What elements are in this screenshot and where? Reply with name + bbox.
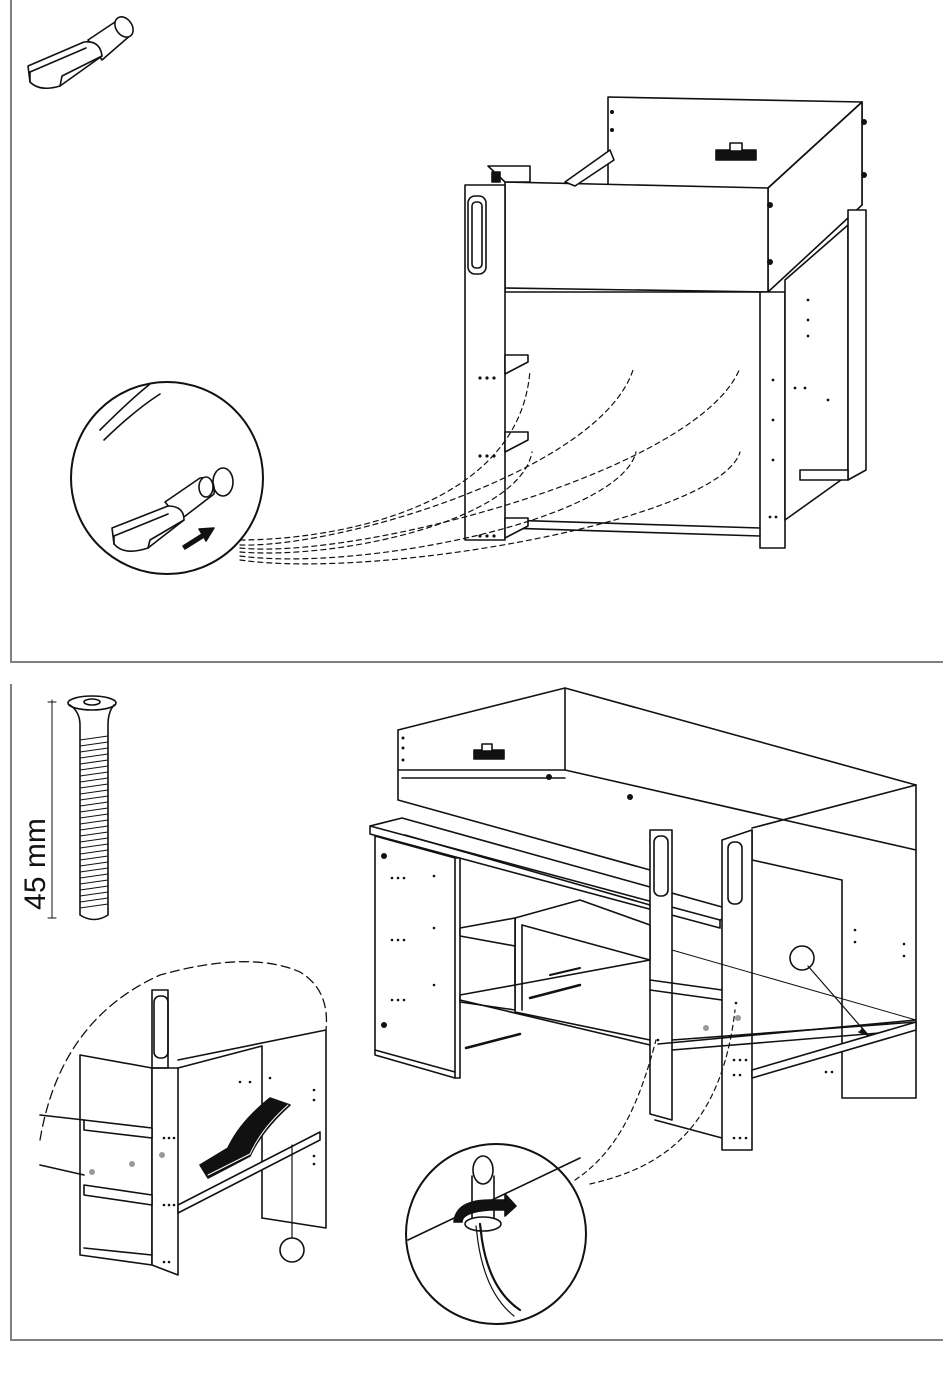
screw-icon [48, 696, 116, 920]
detail-magnifier-screw [406, 1144, 586, 1324]
loft-bed-with-desk [370, 688, 916, 1150]
shelf-pin-icon [28, 13, 137, 88]
screw-length-text: 45 mm [19, 818, 53, 910]
screw-length-label: 45 mm [16, 808, 56, 920]
detail-shelf-insertion [40, 962, 326, 1275]
detail-magnifier-pin [71, 382, 263, 574]
loft-bed-frame-top [465, 97, 867, 548]
